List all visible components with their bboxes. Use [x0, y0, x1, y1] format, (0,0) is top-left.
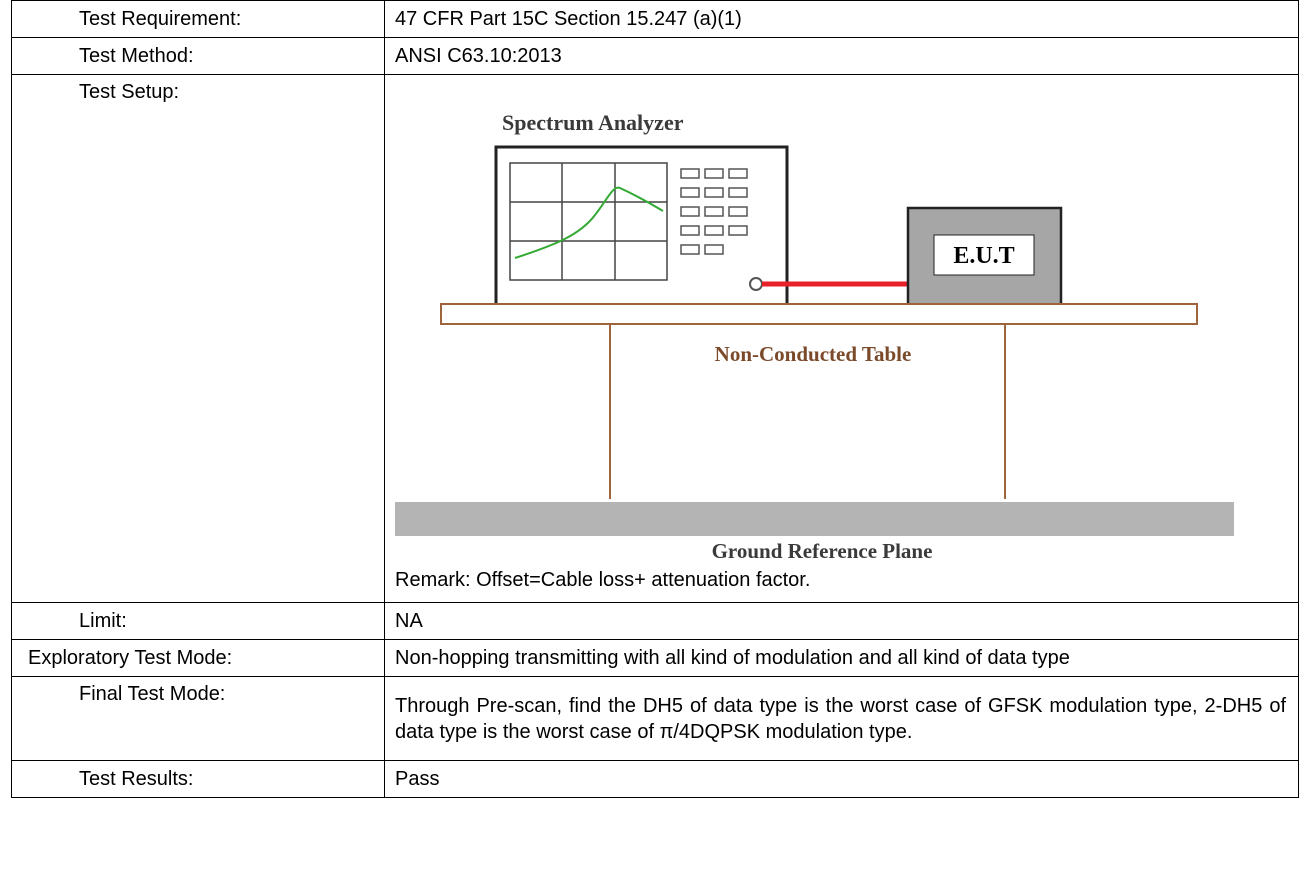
analyzer-buttons — [680, 168, 748, 255]
eut-label: E.U.T — [953, 243, 1014, 269]
value-test-requirement: 47 CFR Part 15C Section 15.247 (a)(1) — [384, 0, 1299, 38]
analyzer-screen-grid — [510, 163, 667, 280]
value-test-setup: Spectrum Analyzer — [384, 74, 1299, 603]
label-test-requirement: Test Requirement: — [11, 0, 385, 38]
value-test-method: ANSI C63.10:2013 — [384, 37, 1299, 75]
ground-reference-plane-label: Ground Reference Plane — [712, 539, 933, 563]
label-exploratory-test-mode: Exploratory Test Mode: — [11, 639, 385, 677]
analyzer-rf-port — [749, 277, 763, 291]
test-setup-diagram: Spectrum Analyzer — [395, 110, 1234, 563]
value-test-results: Pass — [384, 760, 1299, 798]
label-test-method: Test Method: — [11, 37, 385, 75]
non-conducted-table-top — [440, 303, 1198, 325]
row-test-results: Test Results: Pass — [11, 760, 1299, 798]
label-test-setup: Test Setup: — [11, 74, 385, 603]
analyzer-trace — [514, 186, 664, 259]
final-test-mode-text: Through Pre-scan, find the DH5 of data t… — [395, 694, 1286, 743]
test-info-table: Test Requirement: 47 CFR Part 15C Sectio… — [11, 0, 1299, 798]
label-test-results: Test Results: — [11, 760, 385, 798]
label-final-test-mode: Final Test Mode: — [11, 676, 385, 761]
value-exploratory-test-mode: Non-hopping transmitting with all kind o… — [384, 639, 1299, 677]
row-test-requirement: Test Requirement: 47 CFR Part 15C Sectio… — [11, 0, 1299, 38]
spectrum-analyzer-label: Spectrum Analyzer — [502, 110, 684, 135]
row-test-method: Test Method: ANSI C63.10:2013 — [11, 37, 1299, 75]
eut-label-box — [933, 234, 1035, 276]
non-conducted-table-label: Non-Conducted Table — [715, 342, 912, 366]
row-exploratory-test-mode: Exploratory Test Mode: Non-hopping trans… — [11, 639, 1299, 677]
value-limit: NA — [384, 602, 1299, 640]
ground-reference-plane — [395, 502, 1234, 536]
value-final-test-mode: Through Pre-scan, find the DH5 of data t… — [384, 676, 1299, 761]
test-setup-remark: Remark: Offset=Cable loss+ attenuation f… — [395, 569, 811, 591]
row-final-test-mode: Final Test Mode: Through Pre-scan, find … — [11, 676, 1299, 761]
row-limit: Limit: NA — [11, 602, 1299, 640]
row-test-setup: Test Setup: Spectrum Analyzer — [11, 74, 1299, 603]
label-limit: Limit: — [11, 602, 385, 640]
